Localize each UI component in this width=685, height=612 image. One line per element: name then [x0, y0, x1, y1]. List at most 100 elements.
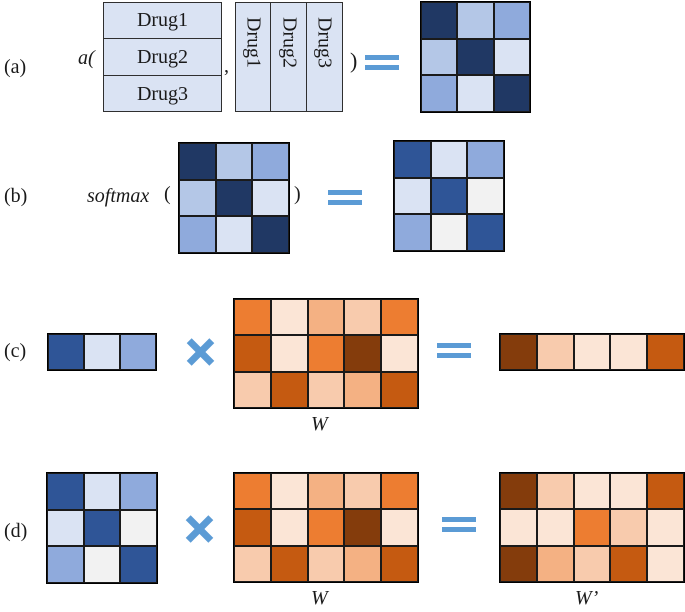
- W-label-c: W: [311, 413, 328, 435]
- open-paren-b: (: [164, 183, 171, 205]
- matrix-cell: [573, 334, 611, 370]
- matrix-cell: [647, 509, 684, 546]
- close-paren-a: ): [350, 48, 358, 73]
- equals-icon-c: [437, 343, 471, 359]
- matrix-cell: [381, 545, 418, 582]
- matrix-cell: [252, 216, 289, 253]
- matrix-cell: [394, 214, 431, 251]
- matrix-cell: [381, 473, 418, 510]
- matrix-cell: [270, 545, 308, 582]
- drug-col-3: Drug3: [313, 16, 336, 69]
- matrix-cell: [344, 299, 382, 336]
- matrix-cell: [610, 334, 648, 370]
- matrix-cell: [307, 335, 345, 372]
- multiply-icon-d: [185, 515, 214, 543]
- matrix-cell: [457, 75, 494, 112]
- matrix-cell: [500, 545, 537, 582]
- softmax-label: softmax: [87, 185, 150, 207]
- matrix-cell: [307, 371, 345, 408]
- row-label-d: (d): [4, 520, 28, 542]
- matrix-cell: [120, 334, 156, 370]
- matrix-cell: [394, 177, 431, 215]
- matrix-b-result: [393, 140, 505, 252]
- matrix-cell: [179, 179, 216, 217]
- matrix-cell: [215, 179, 253, 217]
- equals-icon-b: [328, 190, 362, 206]
- matrix-cell: [120, 546, 157, 583]
- matrix-cell: [573, 473, 611, 510]
- matrix-cell: [457, 38, 494, 76]
- matrix-W-prime: [499, 472, 685, 583]
- attention-function-label: a(: [78, 47, 95, 69]
- matrix-cell: [234, 545, 271, 582]
- matrix-cell: [307, 545, 345, 582]
- matrix-b-input: [178, 142, 290, 254]
- matrix-d-input: [46, 472, 158, 584]
- W-label-d: W: [311, 587, 328, 609]
- matrix-W-c: [233, 298, 419, 409]
- row-label-a: (a): [4, 56, 27, 78]
- matrix-cell: [467, 177, 504, 215]
- matrix-cell: [344, 473, 382, 510]
- equals-icon-d: [442, 517, 476, 533]
- matrix-cell: [120, 509, 157, 547]
- matrix-cell: [430, 177, 468, 215]
- drug-col-1: Drug1: [236, 3, 272, 111]
- matrix-cell: [573, 509, 611, 546]
- close-paren-b: ): [294, 183, 301, 205]
- matrix-a-result: [420, 1, 531, 113]
- matrix-cell: [430, 214, 468, 251]
- matrix-cell: [647, 334, 684, 370]
- W-prime-label: W’: [575, 587, 599, 609]
- matrix-cell: [252, 143, 289, 180]
- matrix-cell: [493, 75, 530, 112]
- matrix-cell: [610, 473, 648, 510]
- matrix-cell: [307, 299, 345, 336]
- matrix-cell: [344, 335, 382, 372]
- matrix-cell: [381, 371, 418, 408]
- matrix-cell: [83, 509, 121, 547]
- matrix-cell: [234, 299, 271, 336]
- matrix-cell: [430, 141, 468, 178]
- drug-column-vector: Drug1 Drug2 Drug3: [103, 2, 222, 112]
- row-label-c: (c): [4, 340, 27, 362]
- drug-row-vector: Drug1 Drug2 Drug3: [235, 2, 343, 112]
- matrix-cell: [421, 2, 458, 39]
- drug-row-3: Drug3: [136, 82, 189, 105]
- matrix-cell: [467, 141, 504, 178]
- matrix-cell: [234, 473, 271, 510]
- matrix-cell: [536, 509, 574, 546]
- matrix-cell: [500, 473, 537, 510]
- matrix-cell: [493, 38, 530, 76]
- matrix-cell: [500, 334, 537, 370]
- matrix-cell: [83, 473, 121, 510]
- matrix-cell: [270, 509, 308, 546]
- vector-c-result: [499, 333, 685, 371]
- matrix-cell: [179, 216, 216, 253]
- vector-c-input: [47, 333, 157, 371]
- matrix-cell: [493, 2, 530, 39]
- matrix-cell: [647, 473, 684, 510]
- matrix-cell: [234, 371, 271, 408]
- matrix-cell: [48, 334, 84, 370]
- matrix-cell: [536, 545, 574, 582]
- matrix-cell: [394, 141, 431, 178]
- matrix-cell: [421, 75, 458, 112]
- matrix-cell: [500, 509, 537, 546]
- matrix-cell: [457, 2, 494, 39]
- matrix-cell: [610, 545, 648, 582]
- drug-col-2: Drug2: [271, 3, 307, 111]
- matrix-cell: [47, 546, 84, 583]
- matrix-cell: [215, 143, 253, 180]
- matrix-cell: [307, 473, 345, 510]
- matrix-cell: [381, 335, 418, 372]
- matrix-cell: [421, 38, 458, 76]
- matrix-cell: [536, 334, 574, 370]
- matrix-W-d: [233, 472, 419, 583]
- drug-row-2: Drug2: [104, 39, 221, 76]
- matrix-cell: [47, 509, 84, 547]
- matrix-cell: [47, 473, 84, 510]
- row-label-b: (b): [4, 185, 28, 207]
- matrix-cell: [573, 545, 611, 582]
- matrix-cell: [307, 509, 345, 546]
